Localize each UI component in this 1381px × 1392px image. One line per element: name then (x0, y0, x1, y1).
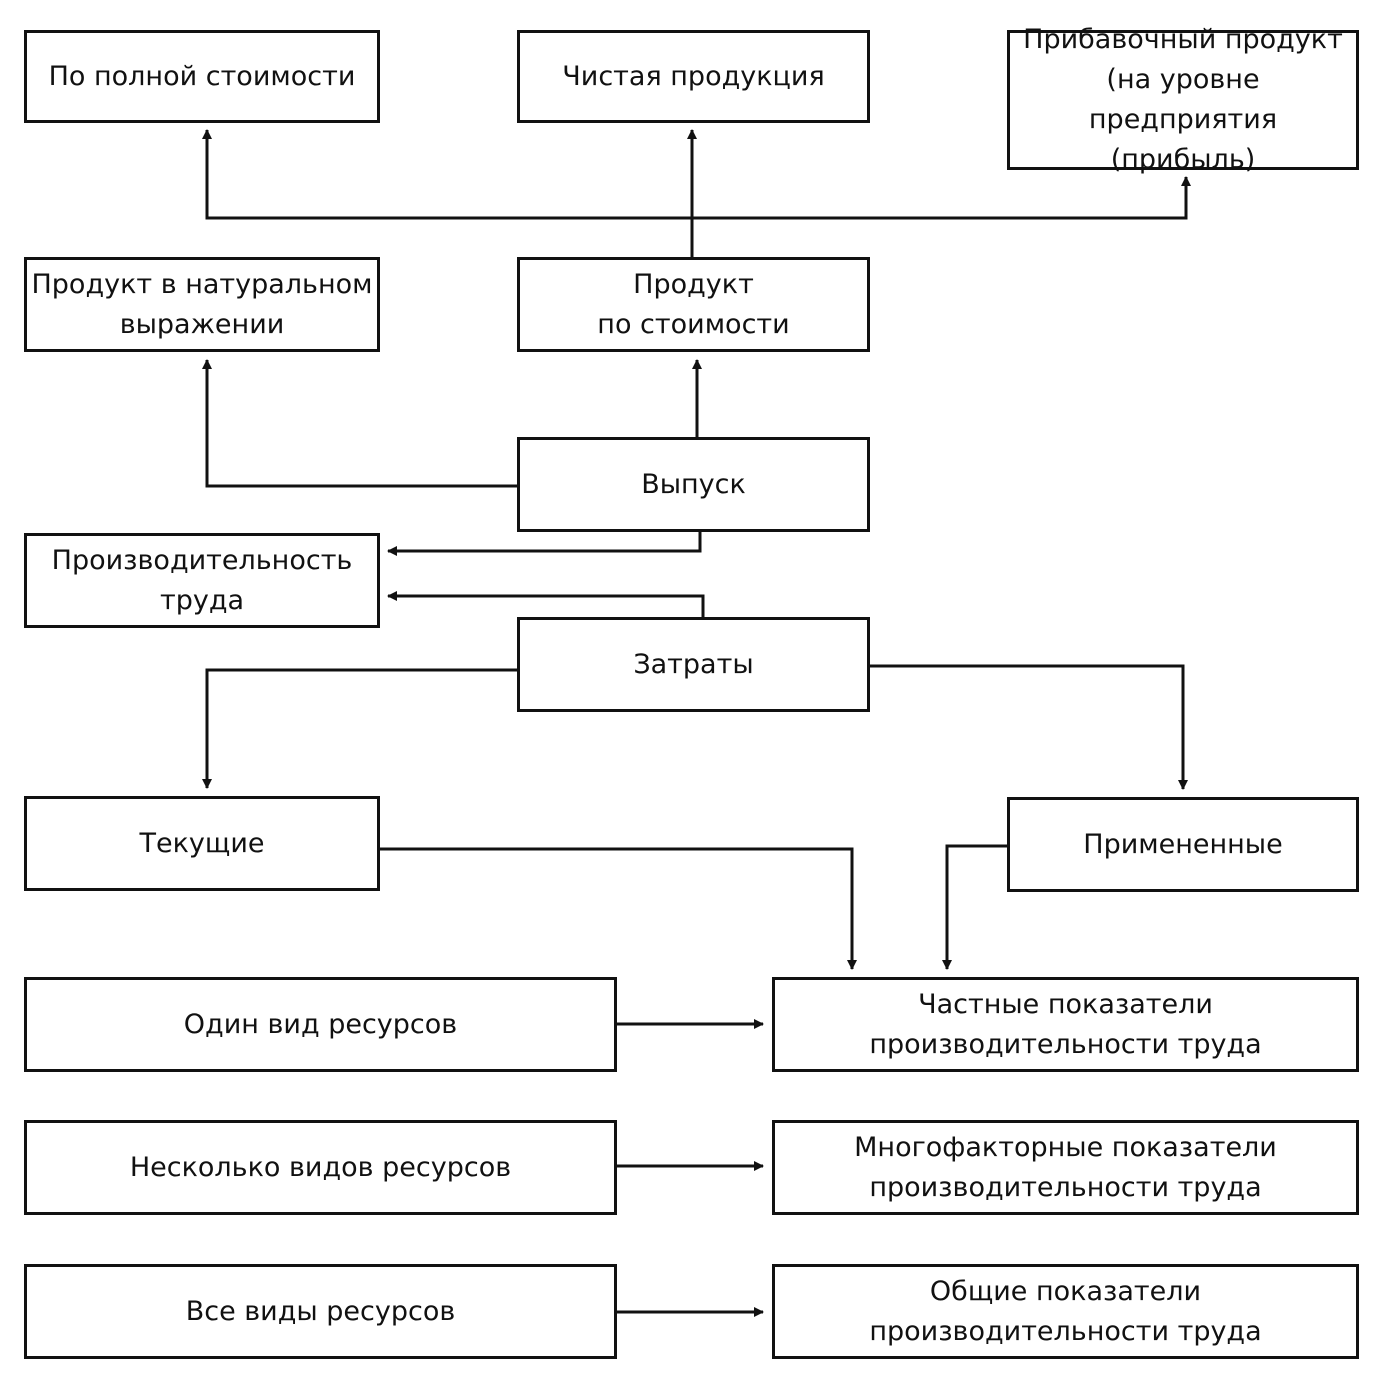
box-one-resource: Один вид ресурсов (24, 977, 617, 1072)
box-all-resources: Все виды ресурсов (24, 1264, 617, 1359)
box-multifactor-indicators-label: Многофакторные показатели производительн… (854, 1131, 1277, 1203)
connector-value-to-surplus (692, 176, 1191, 220)
box-full-cost: По полной стоимости (24, 30, 380, 123)
box-all-resources-label: Все виды ресурсов (185, 1295, 456, 1327)
box-costs-label: Затраты (633, 648, 754, 680)
connector-costs-to-current (202, 668, 517, 789)
connector-current-to-partial (379, 847, 857, 970)
box-one-resource-label: Один вид ресурсов (183, 1008, 458, 1040)
box-partial-indicators: Частные показатели производительности тр… (772, 977, 1359, 1072)
box-labor-productivity-label: Производительность труда (51, 544, 353, 616)
box-applied: Примененные (1007, 797, 1359, 892)
connector-costs-to-applied (869, 664, 1188, 790)
box-output: Выпуск (517, 437, 870, 532)
box-full-cost-label: По полной стоимости (48, 60, 356, 92)
box-output-label: Выпуск (641, 468, 746, 500)
box-several-resources-label: Несколько видов ресурсов (129, 1151, 512, 1183)
box-general-indicators-label: Общие показатели производительности труд… (869, 1275, 1262, 1347)
box-multifactor-indicators: Многофакторные показатели производительн… (772, 1120, 1359, 1215)
box-general-indicators: Общие показатели производительности труд… (772, 1264, 1359, 1359)
box-natural-product: Продукт в натуральном выражении (24, 257, 380, 352)
box-value-product-label: Продукт по стоимости (597, 268, 790, 340)
connector-applied-to-partial (942, 844, 1007, 970)
box-net-product: Чистая продукция (517, 30, 870, 123)
box-costs: Затраты (517, 617, 870, 712)
box-value-product: Продукт по стоимости (517, 257, 870, 352)
box-natural-product-label: Продукт в натуральном выражении (31, 268, 373, 340)
connector-output-to-productivity (387, 532, 702, 556)
box-applied-label: Примененные (1083, 828, 1283, 860)
box-labor-productivity: Производительность труда (24, 533, 380, 628)
box-current-label: Текущие (139, 827, 265, 859)
box-surplus-product: Прибавочный продукт (на уровне предприят… (1007, 24, 1359, 175)
box-surplus-product-label: Прибавочный продукт (на уровне предприят… (1023, 24, 1343, 175)
connector-value-to-full-cost (202, 129, 694, 257)
connector-output-to-natural (202, 359, 517, 488)
connector-costs-to-productivity (387, 591, 705, 617)
box-partial-indicators-label: Частные показатели производительности тр… (869, 988, 1262, 1060)
box-current: Текущие (24, 796, 380, 891)
box-net-product-label: Чистая продукция (562, 60, 825, 92)
box-several-resources: Несколько видов ресурсов (24, 1120, 617, 1215)
